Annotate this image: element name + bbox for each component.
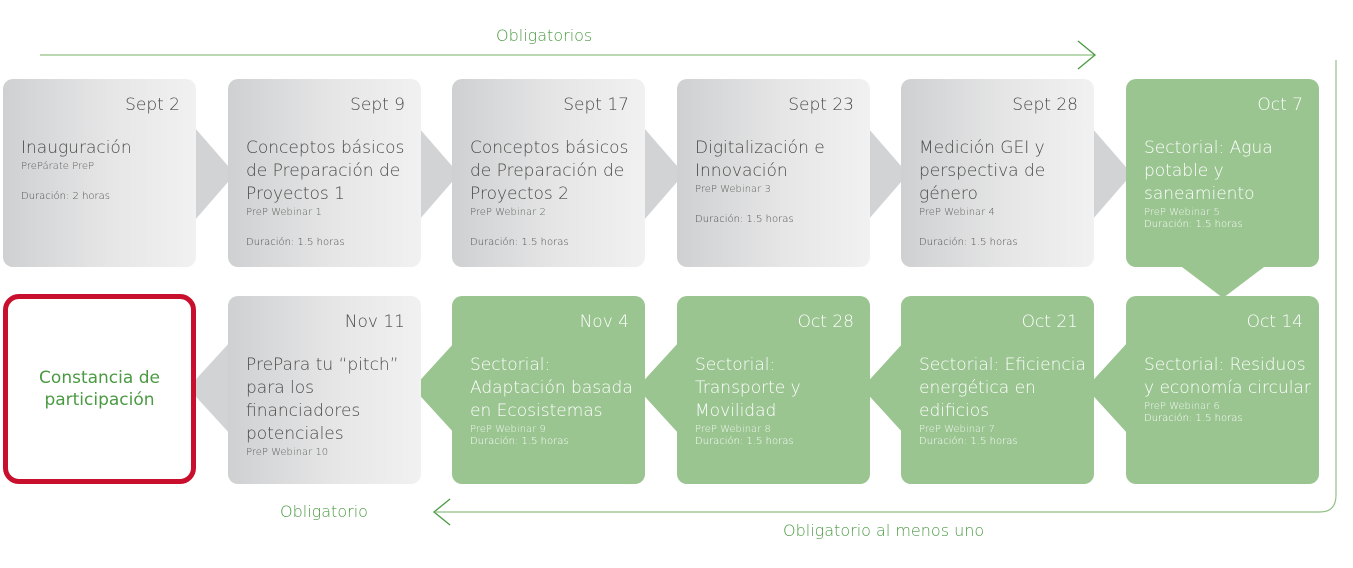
session-date: Sept 2 <box>125 95 180 115</box>
session-subtitle: PreP Webinar 3 <box>695 184 771 195</box>
session-subtitle: PreP Webinar 10 <box>246 447 329 458</box>
session-card-sept-17: Sept 17 Conceptos básicos de Preparación… <box>452 79 645 267</box>
chevron-point-left <box>188 342 230 434</box>
session-card-sept-9: Sept 9 Conceptos básicos de Preparación … <box>228 79 421 267</box>
chevron-point <box>419 128 459 220</box>
chevron-point <box>195 128 235 220</box>
session-title: Conceptos básicos de Preparación de Proy… <box>246 138 405 204</box>
session-subtitle: PreP Webinar 7 <box>919 424 995 435</box>
session-duration: Duración: 1.5 horas <box>1144 413 1243 424</box>
session-subtitle: PreP Webinar 5 <box>1144 207 1220 218</box>
label-mandatory-bottom: Obligatorio <box>280 502 368 521</box>
session-subtitle: PreP Webinar 9 <box>470 424 546 435</box>
session-title: Sectorial: Transporte y Movilidad <box>695 355 801 421</box>
session-title: Sectorial: Eficiencia energética en edif… <box>919 355 1086 421</box>
chevron-point-down <box>1178 264 1268 298</box>
session-date: Sept 17 <box>563 95 629 115</box>
session-title: Sectorial: Agua potable y saneamiento <box>1144 138 1273 204</box>
session-duration: Duración: 1.5 horas <box>470 237 569 248</box>
session-card-oct-21: Oct 21 Sectorial: Eficiencia energética … <box>901 296 1094 484</box>
session-subtitle: PrePárate PreP <box>21 161 95 172</box>
label-mandatory-top: Obligatorios <box>496 26 593 45</box>
session-duration: Duración: 1.5 horas <box>246 237 345 248</box>
session-title: Medición GEI y perspectiva de género <box>919 138 1046 204</box>
session-card-sept-23: Sept 23 Digitalización e Innovación PreP… <box>677 79 870 267</box>
chevron-point <box>1092 128 1132 220</box>
chevron-point <box>644 128 684 220</box>
chevron-point-left <box>637 342 679 434</box>
session-subtitle: PreP Webinar 1 <box>246 207 322 218</box>
return-line <box>436 60 1337 513</box>
session-card-oct-28: Oct 28 Sectorial: Transporte y Movilidad… <box>677 296 870 484</box>
session-date: Sept 23 <box>788 95 854 115</box>
session-title: Digitalización e Innovación <box>695 138 825 181</box>
session-subtitle: PreP Webinar 2 <box>470 207 546 218</box>
label-at-least-one: Obligatorio al menos uno <box>783 521 985 540</box>
session-title: Sectorial: Adaptación basada en Ecosiste… <box>470 355 633 421</box>
session-card-sept-2: Sept 2 Inauguración PrePárate PreP Durac… <box>3 79 196 267</box>
session-card-nov-4: Nov 4 Sectorial: Adaptación basada en Ec… <box>452 296 645 484</box>
session-subtitle: PreP Webinar 4 <box>919 207 995 218</box>
session-title: PrePara tu “pitch” para los financiadore… <box>246 355 399 444</box>
session-subtitle: PreP Webinar 6 <box>1144 401 1220 412</box>
session-card-oct-7: Oct 7 Sectorial: Agua potable y saneamie… <box>1126 79 1319 267</box>
session-duration: Duración: 1.5 horas <box>695 436 794 447</box>
chevron-point-left <box>1086 342 1128 434</box>
session-date: Nov 4 <box>579 312 629 332</box>
session-duration: Duración: 2 horas <box>21 191 111 202</box>
session-duration: Duración: 1.5 horas <box>919 237 1018 248</box>
chevron-point-left <box>413 342 455 434</box>
session-date: Oct 7 <box>1257 95 1303 115</box>
session-card-nov-11: Nov 11 PrePara tu “pitch” para los finan… <box>228 296 421 484</box>
session-date: Oct 14 <box>1246 312 1303 332</box>
chevron-point <box>868 128 908 220</box>
bottom-arrow-head <box>432 498 451 526</box>
session-duration: Duración: 1.5 horas <box>470 436 569 447</box>
session-date: Oct 28 <box>797 312 854 332</box>
session-date: Sept 9 <box>350 95 405 115</box>
session-date: Nov 11 <box>344 312 405 332</box>
session-card-sept-28: Sept 28 Medición GEI y perspectiva de gé… <box>901 79 1094 267</box>
top-arrow-head <box>1077 40 1097 70</box>
session-title: Sectorial: Residuos y economía circular <box>1144 355 1311 398</box>
session-duration: Duración: 1.5 horas <box>695 214 794 225</box>
session-title: Inauguración <box>21 138 132 158</box>
session-duration: Duración: 1.5 horas <box>1144 219 1243 230</box>
session-subtitle: PreP Webinar 8 <box>695 424 771 435</box>
participation-certificate: Constancia de participación <box>3 294 196 484</box>
session-date: Sept 28 <box>1012 95 1078 115</box>
session-duration: Duración: 1.5 horas <box>919 436 1018 447</box>
session-date: Oct 21 <box>1021 312 1078 332</box>
chevron-point-left <box>862 342 904 434</box>
session-card-oct-14: Oct 14 Sectorial: Residuos y economía ci… <box>1126 296 1319 484</box>
session-title: Conceptos básicos de Preparación de Proy… <box>470 138 629 204</box>
certificate-label: Constancia de participación <box>39 368 160 410</box>
